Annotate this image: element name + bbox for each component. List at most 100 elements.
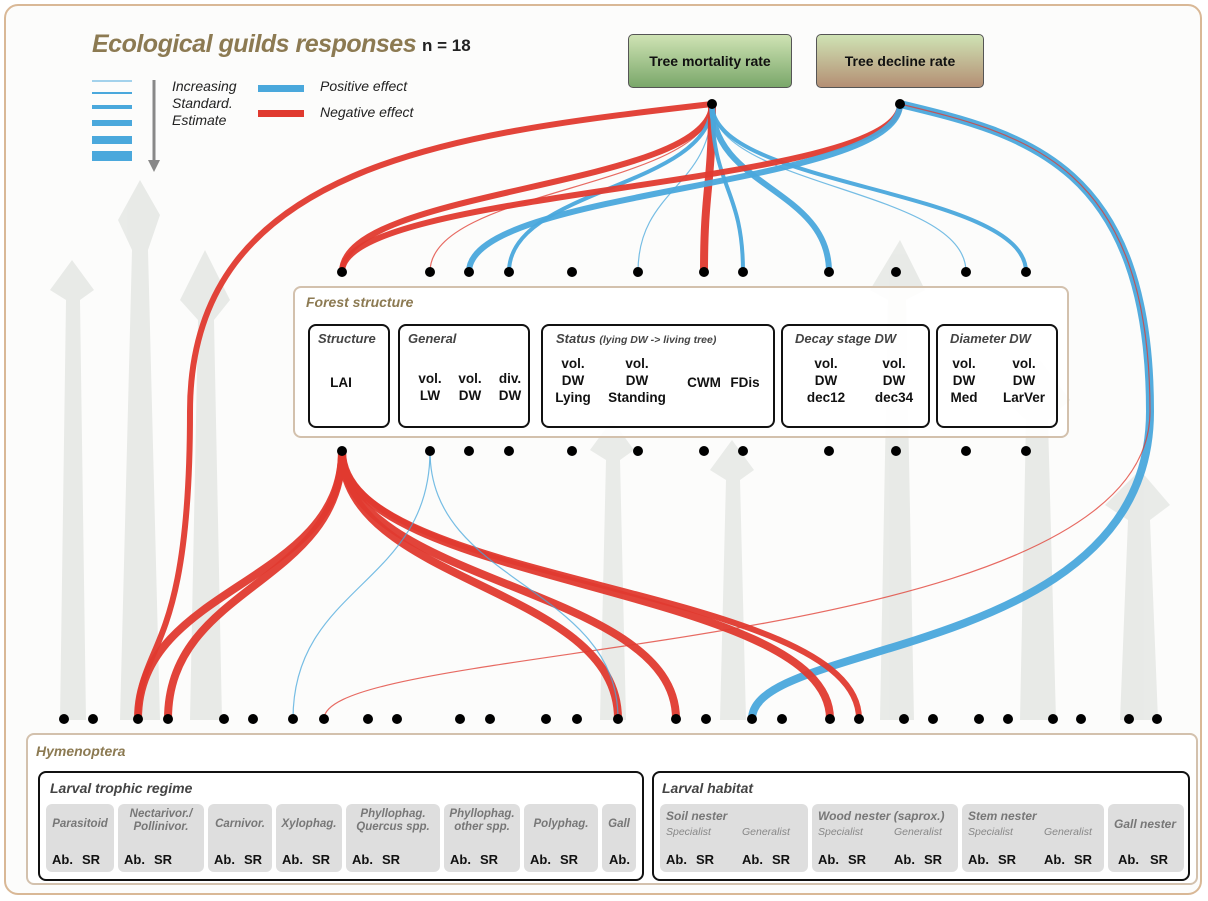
var-vol-dw-lying: vol. DW Lying bbox=[555, 356, 591, 405]
abundance-label: Ab. bbox=[530, 852, 551, 867]
structure-node-bottom bbox=[699, 446, 709, 456]
guild-cell-title: Stem nester bbox=[968, 809, 1037, 823]
effect-path-decline-to-struct-2 bbox=[466, 101, 903, 275]
abundance-label: Ab. bbox=[666, 852, 687, 867]
guild-cell-title: Gall bbox=[608, 818, 630, 830]
specialist-label: Specialist bbox=[666, 826, 711, 838]
species-richness-label: SR bbox=[998, 852, 1017, 867]
structure-node-bottom bbox=[425, 446, 435, 456]
driver-node-mortality bbox=[707, 99, 717, 109]
structure-node-top bbox=[738, 267, 748, 277]
guild-cell bbox=[1108, 804, 1184, 872]
guild-node bbox=[1152, 714, 1162, 724]
species-richness-label: SR bbox=[696, 852, 715, 867]
effect-path-mortality-to-struct-11 bbox=[710, 102, 1028, 274]
guild-cell bbox=[276, 804, 342, 872]
guild-cell bbox=[602, 804, 636, 872]
effect-path-mortality-to-guild-2 bbox=[135, 101, 715, 722]
negative-effect-swatch bbox=[258, 110, 304, 117]
structure-node-top bbox=[425, 267, 435, 277]
generalist-label: Generalist bbox=[742, 826, 790, 838]
guild-node bbox=[671, 714, 681, 724]
guild-node bbox=[541, 714, 551, 724]
larval-habitat-title: Larval habitat bbox=[662, 780, 754, 796]
guild-node bbox=[854, 714, 864, 724]
species-richness-label: SR bbox=[1150, 852, 1169, 867]
guild-cell bbox=[46, 804, 114, 872]
abundance-label: Ab. bbox=[609, 852, 630, 867]
structure-node-bottom bbox=[961, 446, 971, 456]
specialist-label: Specialist bbox=[968, 826, 1013, 838]
guild-node bbox=[777, 714, 787, 724]
legend-gradient-label: Increasing Standard. Estimate bbox=[172, 78, 237, 129]
structure-node-top bbox=[337, 267, 347, 277]
var-vol-lw: vol. LW bbox=[418, 371, 442, 403]
guild-node bbox=[219, 714, 229, 724]
general-group-title: General bbox=[408, 331, 457, 346]
guild-node bbox=[88, 714, 98, 724]
guild-cell bbox=[962, 804, 1104, 872]
structure-node-bottom bbox=[1021, 446, 1031, 456]
var-fdis: FDis bbox=[730, 375, 760, 390]
guild-node bbox=[747, 714, 757, 724]
abundance-label: Ab. bbox=[282, 852, 303, 867]
guild-node bbox=[59, 714, 69, 724]
structure-node-top bbox=[1021, 267, 1031, 277]
generalist-label: Generalist bbox=[894, 826, 942, 838]
structure-node-top bbox=[699, 267, 709, 277]
larval-trophic-regime-group bbox=[38, 771, 644, 881]
var-div-dw: div. DW bbox=[498, 371, 522, 403]
guild-cell bbox=[346, 804, 440, 872]
structure-node-top bbox=[464, 267, 474, 277]
species-richness-label: SR bbox=[848, 852, 867, 867]
structure-node-top bbox=[824, 267, 834, 277]
effect-path-struct-1-to-guild-6 bbox=[292, 450, 431, 720]
abundance-label: Ab. bbox=[1118, 852, 1139, 867]
var-lai: LAI bbox=[330, 375, 352, 390]
effect-path-mortality-to-struct-1 bbox=[429, 103, 713, 273]
guild-cell-title: Carnivor. bbox=[215, 818, 265, 830]
structure-node-top bbox=[633, 267, 643, 277]
structure-node-bottom bbox=[464, 446, 474, 456]
effect-path-struct-0-to-guild-2 bbox=[134, 447, 346, 723]
structure-node-bottom bbox=[567, 446, 577, 456]
species-richness-label: SR bbox=[1074, 852, 1093, 867]
guild-node bbox=[248, 714, 258, 724]
effect-path-struct-0-to-guild-3 bbox=[164, 447, 346, 723]
abundance-label: Ab. bbox=[818, 852, 839, 867]
species-richness-label: SR bbox=[480, 852, 499, 867]
var-vol-dw-med: vol. DW Med bbox=[950, 356, 978, 405]
guild-node bbox=[133, 714, 143, 724]
abundance-label: Ab. bbox=[52, 852, 73, 867]
species-richness-label: SR bbox=[924, 852, 943, 867]
guild-node bbox=[1003, 714, 1013, 724]
abundance-label: Ab. bbox=[894, 852, 915, 867]
abundance-label: Ab. bbox=[124, 852, 145, 867]
structure-node-top bbox=[961, 267, 971, 277]
legend-gradient-line-2: Standard. bbox=[172, 95, 233, 111]
guild-node bbox=[572, 714, 582, 724]
var-vol-dw-dec12: vol. DW dec12 bbox=[806, 356, 846, 405]
larval-habitat-group bbox=[652, 771, 1190, 881]
figure-title: Ecological guilds responses bbox=[92, 30, 417, 58]
species-richness-label: SR bbox=[82, 852, 101, 867]
positive-effect-swatch bbox=[258, 85, 304, 92]
effect-path-mortality-to-struct-0 bbox=[339, 101, 715, 275]
effect-path-struct-0-to-guild-15 bbox=[338, 447, 680, 723]
structure-group-title: Structure bbox=[318, 331, 376, 346]
guild-cell-title: Phyllophag. other spp. bbox=[449, 808, 515, 833]
legend-swatches bbox=[92, 80, 160, 172]
structure-node-bottom bbox=[337, 446, 347, 456]
guild-node bbox=[701, 714, 711, 724]
guild-node bbox=[288, 714, 298, 724]
specialist-label: Specialist bbox=[818, 826, 863, 838]
guild-cell-title: Polyphag. bbox=[533, 818, 589, 830]
negative-effect-label: Negative effect bbox=[320, 104, 414, 120]
abundance-label: Ab. bbox=[214, 852, 235, 867]
species-richness-label: SR bbox=[382, 852, 401, 867]
forest-structure-title: Forest structure bbox=[306, 294, 414, 310]
positive-effect-label: Positive effect bbox=[320, 78, 408, 94]
diameter-group bbox=[936, 324, 1058, 428]
species-richness-label: SR bbox=[154, 852, 173, 867]
guild-node bbox=[613, 714, 623, 724]
